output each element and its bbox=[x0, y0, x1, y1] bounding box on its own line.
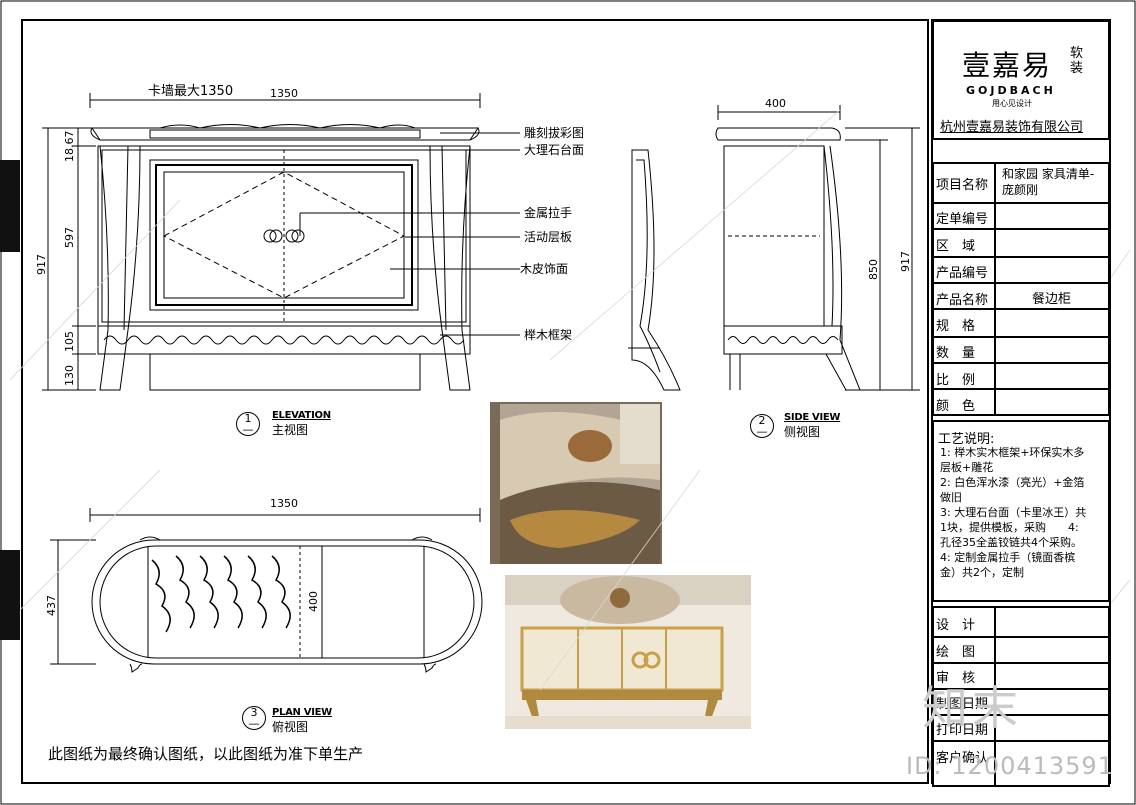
side-view-number: 2— bbox=[750, 414, 774, 438]
company-name: 杭州壹嘉易装饰有限公司 bbox=[940, 120, 1084, 135]
sign-label-draw-date: 制图日期 bbox=[936, 697, 989, 712]
field-label-area: 区 域 bbox=[936, 239, 976, 254]
craft-line: 金）共2个，定制 bbox=[940, 566, 1024, 579]
craft-line: 做旧 bbox=[940, 491, 962, 504]
field-label-order: 定单编号 bbox=[936, 212, 989, 227]
elevation-view-subtitle: 主视图 bbox=[272, 423, 309, 437]
elevation-width-dim: 1350 bbox=[270, 87, 298, 100]
field-label-project: 项目名称 bbox=[936, 178, 989, 193]
plan-width-dim: 1350 bbox=[270, 497, 298, 510]
label-veneer: 木皮饰面 bbox=[520, 262, 569, 276]
brand-box: 壹嘉易 软装 GOJDBACH 用心见设计 杭州壹嘉易装饰有限公司 bbox=[932, 20, 1110, 140]
plan-inner-dim: 400 bbox=[307, 591, 320, 612]
sign-label-client: 客户确认 bbox=[936, 751, 989, 766]
field-label-quantity: 数 量 bbox=[936, 346, 976, 361]
sign-label-review: 审 核 bbox=[936, 671, 976, 686]
plan-view-caption: PLAN VIEW 俯视图 bbox=[272, 707, 332, 735]
craft-line: 3: 大理石台面（卡里冰王）共 bbox=[940, 506, 1087, 519]
field-value-product-name: 餐边柜 bbox=[1032, 292, 1072, 307]
elevation-dim-leg: 130 bbox=[63, 365, 76, 386]
field-label-color: 颜 色 bbox=[936, 399, 976, 414]
plan-view-drawing bbox=[50, 508, 483, 673]
elevation-view-number: 1— bbox=[236, 412, 260, 436]
elevation-dim-body: 597 bbox=[63, 227, 76, 248]
side-view-drawing bbox=[715, 105, 920, 391]
brand-tag: 软装 bbox=[1070, 46, 1084, 76]
plan-depth-dim: 437 bbox=[45, 595, 58, 616]
footer-note: 此图纸为最终确认图纸，以此图纸为准下单生产 bbox=[48, 745, 364, 763]
craft-notes-box: 工艺说明: 1: 榉木实木框架+环保实木多 层板+雕花 2: 白色浑水漆（亮光）… bbox=[932, 420, 1110, 602]
craft-line: 2: 白色浑水漆（亮光）+金箔 bbox=[940, 476, 1085, 489]
sign-label-drawing: 绘 图 bbox=[936, 645, 976, 660]
label-frame: 榉木框架 bbox=[524, 328, 573, 342]
craft-line: 4: 定制金属拉手（镜面香槟 bbox=[940, 551, 1076, 564]
craft-line: 层板+雕花 bbox=[940, 461, 994, 474]
signature-table: 设 计 绘 图 审 核 制图日期 打印日期 客户确认 bbox=[932, 606, 1110, 787]
side-view-title: SIDE VIEW bbox=[784, 412, 841, 423]
label-carved-crest: 雕刻拔彩图 bbox=[524, 126, 585, 140]
craft-line: 1: 榉木实木框架+环保实木多 bbox=[940, 446, 1085, 459]
side-depth-dim: 400 bbox=[765, 97, 786, 110]
elevation-view-caption: ELEVATION 主视图 bbox=[272, 410, 331, 438]
sign-label-design: 设 计 bbox=[936, 618, 976, 633]
field-value-project: 和家园 家具清单-庞颜刚 bbox=[1002, 167, 1095, 197]
craft-notes-title: 工艺说明: bbox=[938, 432, 995, 447]
label-metal-handle: 金属拉手 bbox=[524, 206, 573, 220]
elevation-dim-apron: 105 bbox=[63, 331, 76, 352]
sign-label-print-date: 打印日期 bbox=[936, 723, 989, 738]
brand-slogan: 用心见设计 bbox=[992, 99, 1032, 108]
side-profile-drawing bbox=[628, 149, 681, 391]
watermark-id: ID: 1200413591 bbox=[906, 752, 1114, 780]
plan-view-subtitle: 俯视图 bbox=[272, 720, 309, 734]
brand-english: GOJDBACH bbox=[966, 84, 1056, 97]
plan-view-number: 3— bbox=[242, 706, 266, 730]
elevation-drawing bbox=[42, 93, 520, 391]
field-label-spec: 规 格 bbox=[936, 319, 976, 334]
elevation-dim-top: 18.67 bbox=[63, 130, 76, 163]
plan-view-title: PLAN VIEW bbox=[272, 707, 332, 718]
craft-line: 孔径35全盖铰链共4个采购。 bbox=[940, 536, 1082, 549]
elevation-view-title: ELEVATION bbox=[272, 410, 331, 421]
field-label-product-no: 产品编号 bbox=[936, 266, 989, 281]
field-label-scale: 比 例 bbox=[936, 373, 976, 388]
craft-line: 1块，提供模板，采购 4: bbox=[940, 521, 1079, 534]
brand-name: 壹嘉易 bbox=[962, 49, 1053, 82]
watermark-brand: 知末 bbox=[922, 681, 1022, 735]
detail-photo bbox=[490, 402, 662, 564]
elevation-width-note: 卡墙最大1350 bbox=[148, 84, 234, 99]
elevation-total-height: 917 bbox=[35, 254, 48, 275]
project-info-table: 项目名称 和家园 家具清单-庞颜刚 定单编号 区 域 产品编号 产品名称 餐边柜… bbox=[932, 162, 1110, 416]
label-marble-top: 大理石台面 bbox=[524, 143, 585, 157]
side-view-subtitle: 侧视图 bbox=[784, 425, 821, 439]
side-total-height: 917 bbox=[899, 251, 912, 272]
product-photo bbox=[505, 575, 751, 729]
field-label-product-name: 产品名称 bbox=[936, 293, 989, 308]
side-view-caption: SIDE VIEW 侧视图 bbox=[784, 412, 840, 440]
label-shelf: 活动层板 bbox=[524, 230, 573, 244]
side-inner-height: 850 bbox=[867, 259, 880, 280]
